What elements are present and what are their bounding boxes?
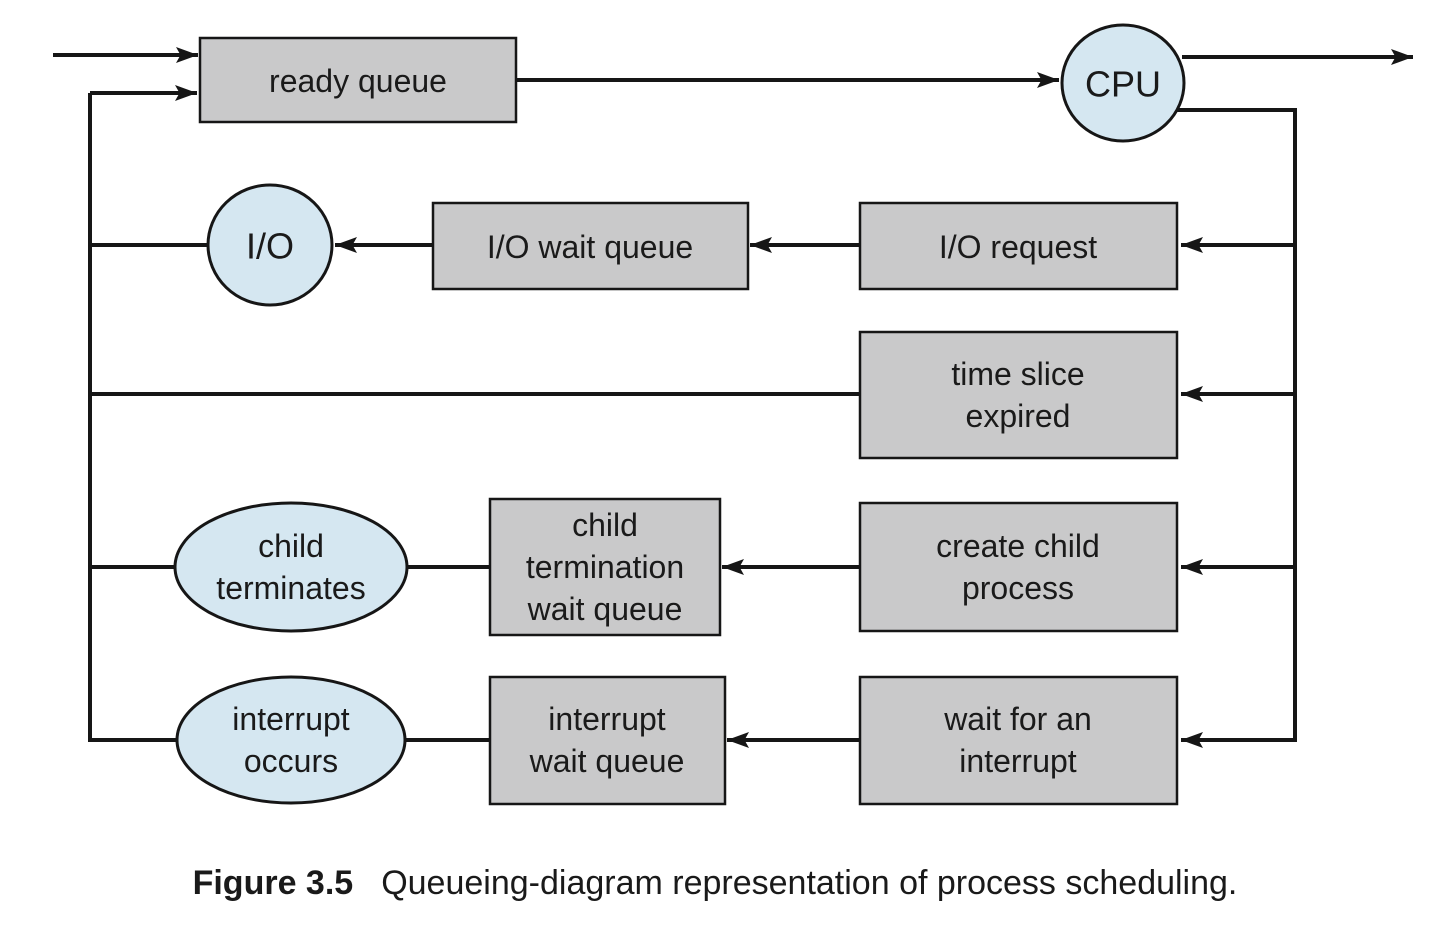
node-child-terminates: child terminates [173,501,409,633]
io-circle [206,183,334,307]
create-child-process-label-line2: process [962,570,1074,606]
node-wait-for-an-interrupt: wait for an interrupt [858,675,1179,806]
child-termination-wait-queue-box [488,497,722,637]
node-ready-queue: ready queue [198,36,518,124]
io-wait-queue-box [431,201,750,291]
node-io: I/O [206,183,334,307]
node-io-wait-queue: I/O wait queue [431,201,750,291]
node-io-request: I/O request [858,201,1179,291]
node-create-child-process: create child process [858,501,1179,633]
wait-for-an-interrupt-label-line1: wait for an [943,701,1092,737]
interrupt-wait-queue-box [488,675,727,806]
node-interrupt-occurs: interrupt occurs [175,675,407,805]
ready-queue-label: ready queue [269,63,447,99]
child-terminates-ellipse [173,501,409,633]
interrupt-occurs-ellipse [175,675,407,805]
node-interrupt-wait-queue: interrupt wait queue [488,675,727,806]
interrupt-wait-queue-label-line1: interrupt [548,701,666,737]
child-termination-wait-queue-label-line1: child [572,507,638,543]
io-wait-queue-label: I/O wait queue [487,229,693,265]
io-label: I/O [246,226,294,267]
node-time-slice-expired: time slice expired [858,330,1179,460]
ready-queue-box [198,36,518,124]
figure-caption-label: Figure 3.5 [192,864,354,902]
io-request-label: I/O request [939,229,1097,265]
cpu-circle [1060,23,1186,143]
child-termination-wait-queue-label-line2: termination [526,549,684,585]
diagram-nodes: ready queue CPU I/O I/O wait queue I/O r… [173,23,1186,806]
edge-cpu-to-right-rail [1173,108,1297,740]
time-slice-expired-box [858,330,1179,460]
wait-for-an-interrupt-label-line2: interrupt [959,743,1077,779]
wait-for-an-interrupt-box [858,675,1179,806]
time-slice-expired-label-line1: time slice [951,356,1084,392]
node-child-termination-wait-queue: child termination wait queue [488,497,722,637]
create-child-process-label-line1: create child [936,528,1100,564]
process-scheduling-diagram: ready queue CPU I/O I/O wait queue I/O r… [53,23,1413,806]
figure-caption: Figure 3.5 Queueing-diagram representatio… [0,864,1430,903]
node-cpu: CPU [1060,23,1186,143]
child-terminates-label-line1: child [258,528,324,564]
time-slice-expired-label-line2: expired [966,398,1071,434]
interrupt-wait-queue-label-line2: wait queue [529,743,685,779]
cpu-label: CPU [1085,64,1161,105]
figure-caption-text: Queueing-diagram representation of proce… [381,864,1238,902]
interrupt-occurs-label-line1: interrupt [232,701,350,737]
child-terminates-label-line2: terminates [216,570,365,606]
interrupt-occurs-label-line2: occurs [244,743,338,779]
edge-left-rail [88,93,176,742]
child-termination-wait-queue-label-line3: wait queue [527,591,683,627]
diagram-edges [53,47,1413,748]
create-child-process-box [858,501,1179,633]
io-request-box [858,201,1179,291]
